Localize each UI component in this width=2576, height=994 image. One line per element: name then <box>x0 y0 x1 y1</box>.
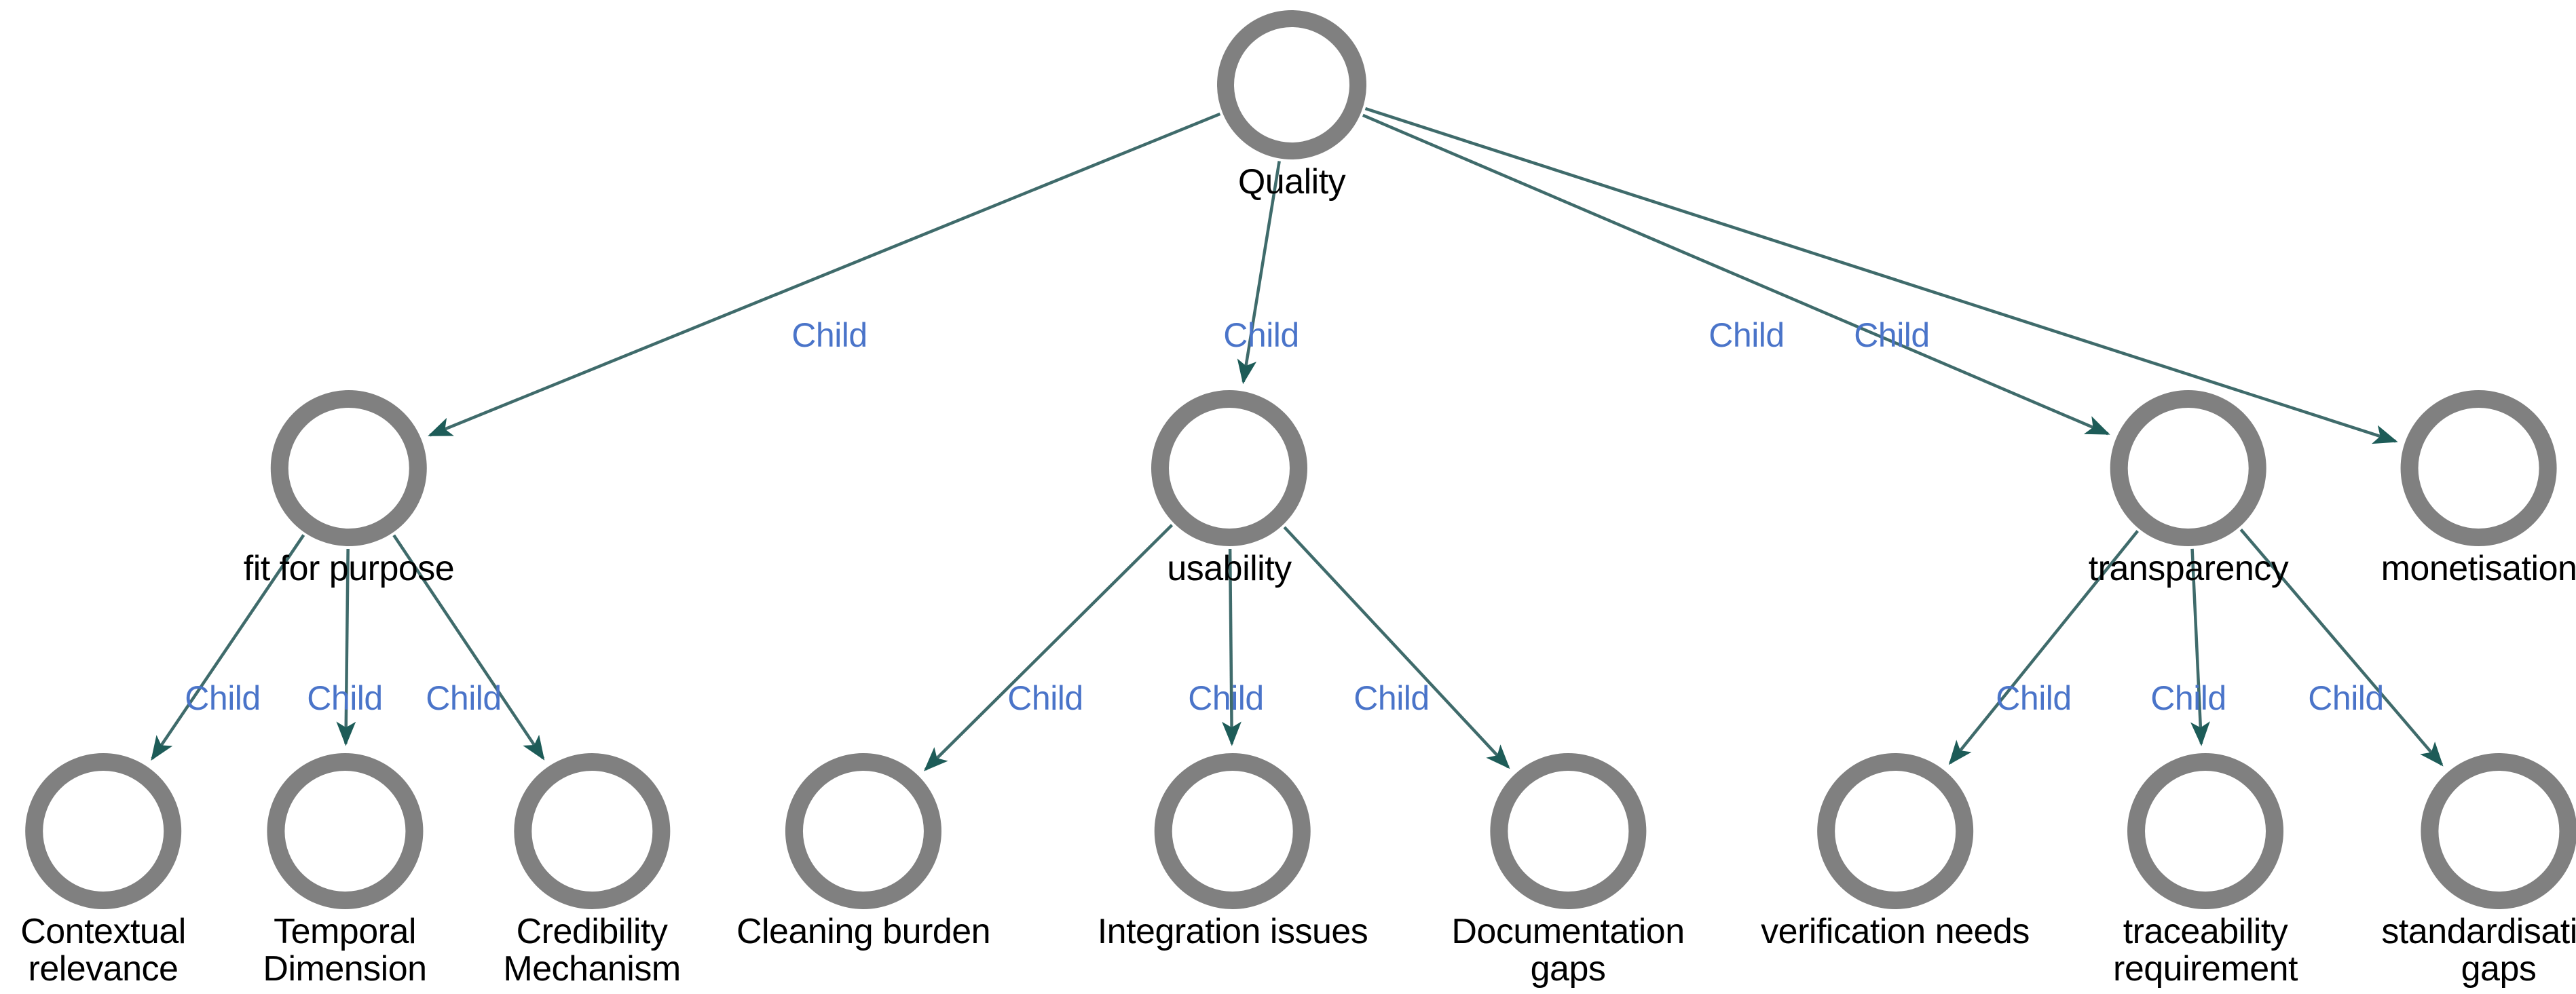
graph-node-documentation[interactable]: Documentation gaps <box>1451 753 1685 989</box>
node-circle-icon <box>1154 753 1311 909</box>
graph-node-traceability[interactable]: traceability requirement <box>2113 753 2298 988</box>
node-circle-icon <box>2127 753 2283 909</box>
edge-quality-to-transparency <box>1362 113 2110 436</box>
node-circle-icon <box>2421 753 2576 909</box>
node-label-usability: usability <box>1167 549 1292 588</box>
node-circle-icon <box>267 753 423 909</box>
edge-label-transparency-to-traceability: Child <box>2150 679 2226 717</box>
node-label-credibility: Credibility Mechanism <box>503 912 681 989</box>
node-label-transparency: transparency <box>2088 549 2289 588</box>
edge-label-quality-to-transparency: Child <box>1709 316 1785 354</box>
edge-label-usability-to-integration: Child <box>1188 679 1264 717</box>
edge-usability-to-cleaning <box>924 524 1174 771</box>
graph-node-credibility[interactable]: Credibility Mechanism <box>503 753 681 989</box>
node-circle-icon <box>1217 10 1366 159</box>
node-label-traceability: traceability requirement <box>2113 912 2298 989</box>
node-label-verification: verification needs <box>1761 912 2030 951</box>
node-label-documentation: Documentation gaps <box>1451 912 1685 989</box>
node-circle-icon <box>1151 390 1307 546</box>
graph-node-verification[interactable]: verification needs <box>1761 753 2030 951</box>
node-circle-icon <box>1489 753 1646 909</box>
node-label-quality: Quality <box>1237 162 1346 202</box>
graph-node-monetisation[interactable]: monetisation <box>2381 390 2576 588</box>
edge-label-quality-to-monetisation: Child <box>1854 316 1930 354</box>
node-circle-icon <box>2401 390 2557 546</box>
graph-node-standardisation[interactable]: standardisation gaps <box>2381 753 2576 988</box>
node-label-standardisation: standardisation gaps <box>2381 912 2576 989</box>
graph-node-contextual[interactable]: Contextual relevance <box>20 753 186 988</box>
graph-node-fit[interactable]: fit for purpose <box>243 390 455 588</box>
graph-node-quality[interactable]: Quality <box>1217 10 1366 201</box>
node-circle-icon <box>1817 753 1973 909</box>
edge-label-transparency-to-standardisation: Child <box>2308 679 2384 717</box>
node-label-fit: fit for purpose <box>243 549 455 588</box>
edge-label-transparency-to-verification: Child <box>1996 679 2072 717</box>
edge-label-fit-to-credibility: Child <box>426 679 502 717</box>
node-label-contextual: Contextual relevance <box>20 912 186 989</box>
node-circle-icon <box>514 753 670 909</box>
node-circle-icon <box>2110 390 2266 546</box>
node-label-integration: Integration issues <box>1097 912 1368 951</box>
node-circle-icon <box>785 753 941 909</box>
node-label-monetisation: monetisation <box>2381 549 2576 588</box>
graph-node-transparency[interactable]: transparency <box>2089 390 2289 588</box>
graph-node-usability[interactable]: usability <box>1151 390 1307 588</box>
edge-quality-to-fit <box>428 112 1221 437</box>
edge-label-quality-to-fit: Child <box>791 316 867 354</box>
graph-node-cleaning[interactable]: Cleaning burden <box>736 753 991 951</box>
node-circle-icon <box>24 753 181 909</box>
edge-label-fit-to-contextual: Child <box>185 679 261 717</box>
graph-node-integration[interactable]: Integration issues <box>1098 753 1368 951</box>
edge-label-usability-to-documentation: Child <box>1354 679 1430 717</box>
edge-label-fit-to-temporal: Child <box>307 679 383 717</box>
graph-node-temporal[interactable]: Temporal Dimension <box>263 753 427 989</box>
edge-usability-to-documentation <box>1283 526 1510 769</box>
node-label-cleaning: Cleaning burden <box>736 912 991 951</box>
node-circle-icon <box>270 390 427 546</box>
edge-label-quality-to-usability: Child <box>1223 316 1299 354</box>
edge-label-usability-to-cleaning: Child <box>1007 679 1083 717</box>
node-label-temporal: Temporal Dimension <box>263 912 427 989</box>
